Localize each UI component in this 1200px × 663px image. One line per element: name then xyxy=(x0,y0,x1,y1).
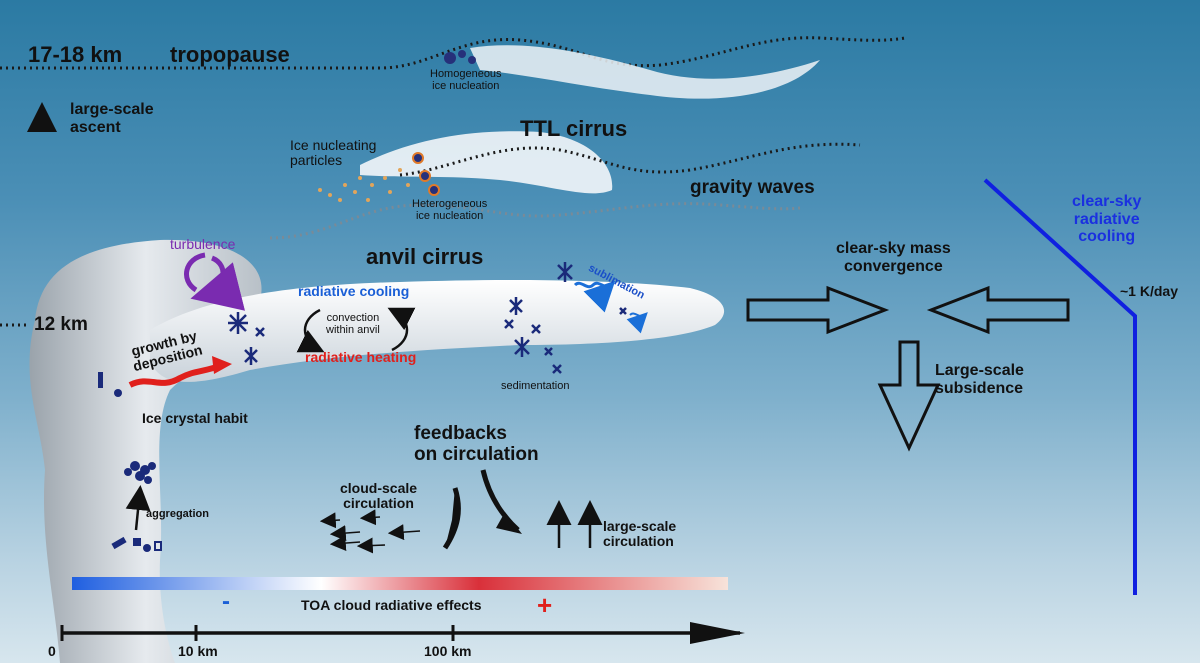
ice-crystal-habit-label: Ice crystal habit xyxy=(142,410,248,426)
anvil-cirrus-label: anvil cirrus xyxy=(366,244,484,269)
feedback-arrow-down xyxy=(445,488,459,548)
feedback-arrow-down-stroke xyxy=(442,487,461,550)
feedback-arrow-right-head xyxy=(496,512,522,534)
toa-effects-label: TOA cloud radiative effects xyxy=(301,597,482,613)
cooling-profile-line xyxy=(983,178,1137,595)
cloud-scale-circulation-label: cloud-scale circulation xyxy=(340,480,418,512)
ice-nucleating-dots xyxy=(318,168,410,202)
radiative-heating-label: radiative heating xyxy=(305,349,417,365)
homogeneous-label: Homogeneous ice nucleation xyxy=(430,68,502,93)
clear-sky-convergence-label: clear-sky mass convergence xyxy=(836,240,951,275)
toa-color-bar xyxy=(72,577,728,590)
scale-10-label: 10 km xyxy=(178,643,218,659)
convection-arc-left xyxy=(296,308,325,353)
plus-sign: + xyxy=(537,590,553,620)
scale-100-label: 100 km xyxy=(424,643,472,659)
tropopause-label: tropopause xyxy=(170,42,290,67)
gravity-wave-lower xyxy=(269,202,801,240)
scale-0-label: 0 xyxy=(48,643,56,659)
habit-crystals xyxy=(98,372,122,397)
aggregation-label: aggregation xyxy=(146,508,209,520)
feedbacks-label: feedbacks on circulation xyxy=(414,423,539,465)
anvil-ice-crystals xyxy=(228,262,627,374)
upper-cirrus xyxy=(470,45,820,99)
turbulence-label: turbulence xyxy=(170,236,236,252)
convection-arc-right xyxy=(387,307,416,352)
homogeneous-crystals xyxy=(444,50,476,64)
sublimation-arrow xyxy=(573,280,616,313)
twelve-km-label: 12 km xyxy=(34,314,88,335)
aggregation-crystals xyxy=(111,461,162,552)
convection-label: convection within anvil xyxy=(326,312,380,337)
gravity-waves-label: gravity waves xyxy=(690,177,815,198)
tropopause-height-label: 17-18 km xyxy=(28,42,123,67)
cloud-scale-arrows xyxy=(319,509,421,554)
ice-nucleating-label: Ice nucleating particles xyxy=(290,137,377,169)
radiative-cooling-label: radiative cooling xyxy=(298,283,410,299)
clear-sky-cooling-label: clear-sky radiative cooling xyxy=(1072,193,1142,246)
large-scale-circulation-label: large-scale circulation xyxy=(603,518,677,550)
scale-axis-head xyxy=(690,622,745,644)
subsidence-arrow xyxy=(877,340,941,452)
ttl-cirrus-label: TTL cirrus xyxy=(520,116,628,141)
convergence-arrow-right xyxy=(926,285,1070,335)
heterogeneous-label: Heterogeneous ice nucleation xyxy=(412,198,488,223)
subsidence-label: Large-scale subsidence xyxy=(935,362,1024,397)
one-k-day-label: ~1 K/day xyxy=(1120,283,1178,299)
deposition-arrowhead xyxy=(212,356,232,374)
turbulence-arrows xyxy=(186,255,223,295)
aggregation-arrow xyxy=(125,485,151,531)
convergence-arrow-left xyxy=(746,285,890,335)
sedimentation-label: sedimentation xyxy=(501,380,570,392)
heterogeneous-crystals xyxy=(412,152,440,196)
anvil-cloud xyxy=(150,280,725,382)
deposition-arrow xyxy=(128,362,224,388)
sublimation-arrow-2 xyxy=(626,312,648,334)
minus-sign: - xyxy=(222,588,230,615)
ttl-cirrus-cloud xyxy=(360,131,613,194)
ascent-label: large-scale ascent xyxy=(70,101,154,136)
